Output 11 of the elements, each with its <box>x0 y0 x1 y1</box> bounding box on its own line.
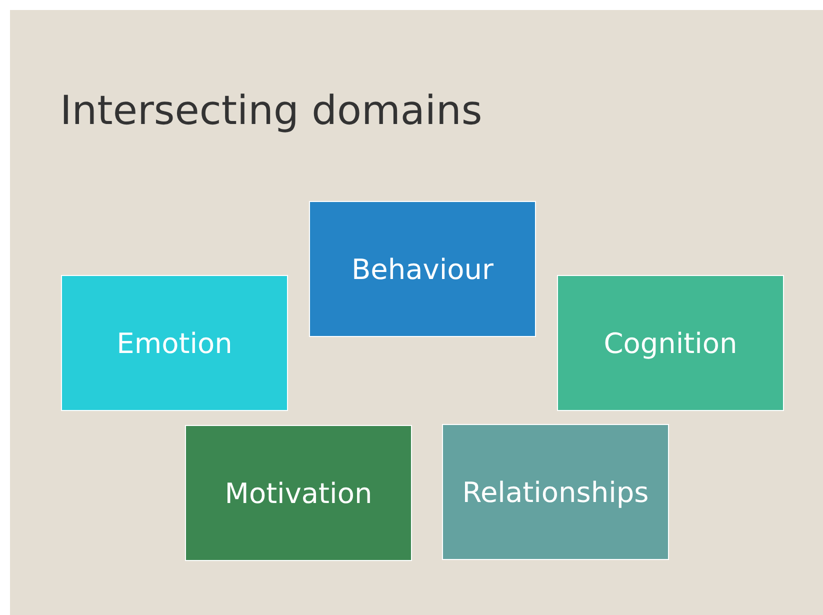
domain-box <box>442 424 669 560</box>
domain-box <box>185 425 412 561</box>
domain-label: Behaviour <box>351 252 494 286</box>
domain-box <box>309 201 536 337</box>
domain-label: Relationships <box>462 476 649 508</box>
domain-label: Cognition <box>604 326 738 360</box>
domain-box <box>61 275 288 411</box>
slide-title: Intersecting domains <box>60 88 482 134</box>
domain-box <box>557 275 784 411</box>
domain-label: Motivation <box>224 476 372 510</box>
domain-label: Emotion <box>116 326 232 360</box>
